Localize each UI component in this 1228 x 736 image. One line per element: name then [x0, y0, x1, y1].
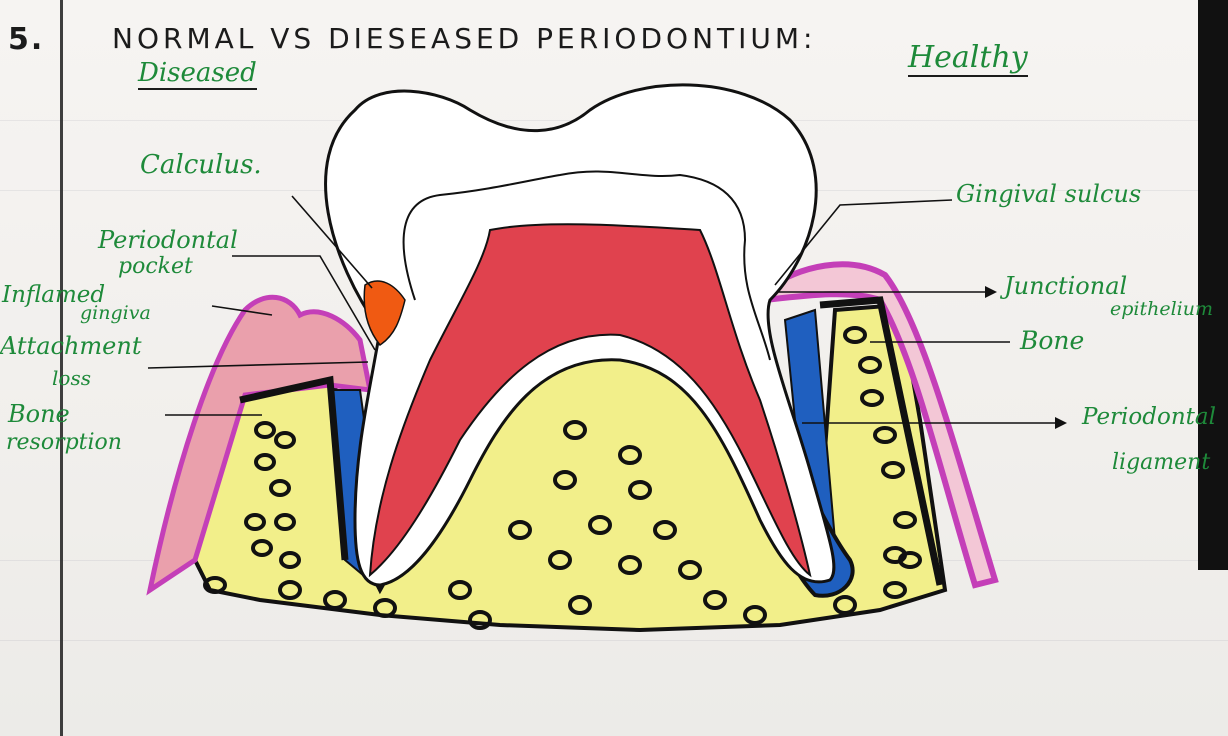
label-calculus: Calculus. [140, 150, 262, 180]
diseased-heading: Diseased [138, 58, 257, 90]
label-bone-resorption-line1: Bone [8, 400, 70, 428]
label-bone: Bone [1020, 326, 1084, 355]
label-inflamed-gingiva-line2: gingiva [80, 302, 151, 324]
label-periodontal-pocket-line2: pocket [118, 254, 193, 279]
label-attachment-loss-line1: Attachment [0, 332, 141, 360]
arrowheads [985, 286, 1067, 429]
label-periodontal-ligament-line2: ligament [1112, 450, 1210, 475]
label-gingival-sulcus: Gingival sulcus [956, 180, 1141, 208]
healthy-heading: Healthy [908, 40, 1028, 77]
label-periodontal-pocket-line1: Periodontal [98, 226, 238, 254]
label-junctional-epithelium-line2: epithelium [1110, 298, 1213, 320]
arrow-pdl [1055, 417, 1067, 429]
label-periodontal-ligament-line1: Periodontal [1082, 404, 1216, 430]
page-title: NORMAL VS DIESEASED PERIODONTIUM: [112, 22, 816, 55]
question-number: 5. [8, 22, 44, 57]
label-junctional-epithelium-line1: Junctional [1004, 272, 1127, 300]
arrow-junctional [985, 286, 997, 298]
label-bone-resorption-line2: resorption [6, 430, 122, 455]
label-attachment-loss-line2: loss [52, 366, 91, 390]
